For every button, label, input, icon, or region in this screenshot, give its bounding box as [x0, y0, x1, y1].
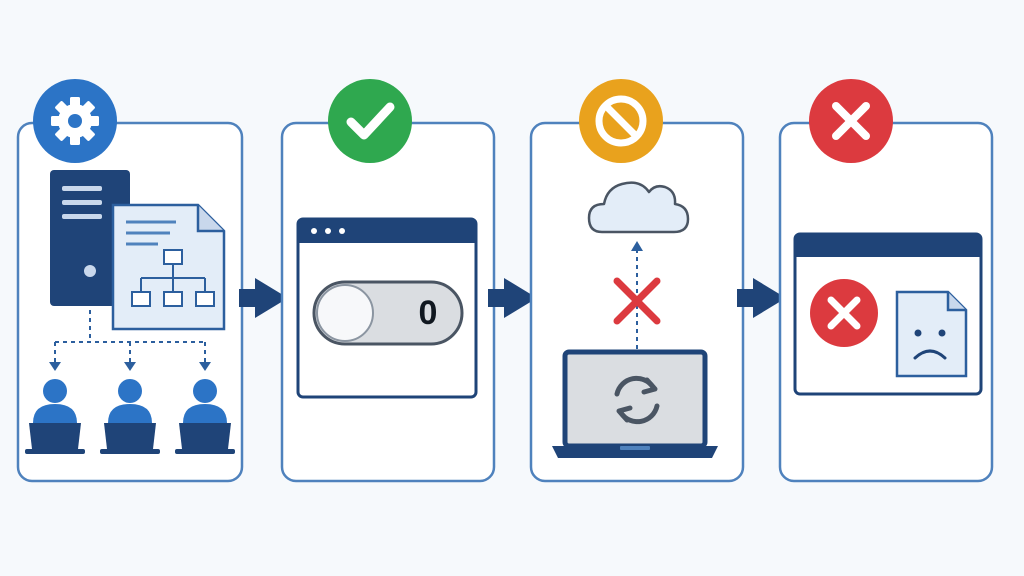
config-document-icon: [111, 203, 226, 331]
distribution-connectors: [54, 310, 206, 364]
client-user-icon: [175, 379, 235, 454]
arrow-right-icon: [737, 278, 786, 318]
error-x-icon: [810, 279, 878, 347]
gear-icon: [51, 97, 99, 145]
arrow-right-icon: [488, 278, 537, 318]
prohibited-icon: [595, 95, 647, 147]
error-badge: [809, 79, 893, 163]
gear-badge: [33, 79, 117, 163]
arrow-right-icon: [239, 278, 288, 318]
laptop-icon: [552, 349, 718, 458]
sad-document-icon: [895, 290, 968, 378]
blocked-badge: [579, 79, 663, 163]
client-user-icon: [25, 379, 85, 454]
toggle-switch: [312, 280, 464, 346]
server-icon: [50, 170, 130, 306]
toggle-value: 0: [418, 294, 438, 332]
client-user-icon: [100, 379, 160, 454]
check-badge: [328, 79, 412, 163]
checkmark-icon: [346, 102, 395, 140]
sync-icon: [614, 375, 660, 425]
blocked-x-icon: [613, 277, 661, 325]
error-x-icon: [832, 102, 870, 140]
distribution-arrowheads: [49, 362, 211, 371]
cloud-icon: [587, 181, 690, 234]
